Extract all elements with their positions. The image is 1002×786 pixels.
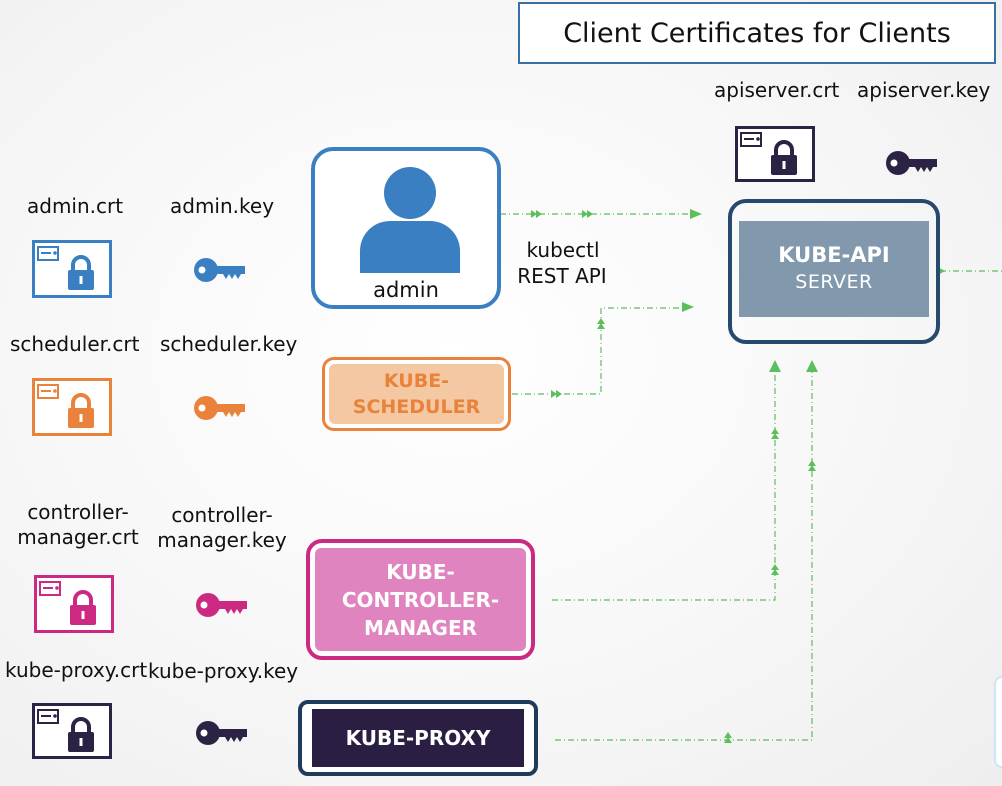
apiserver-crt-label: apiserver.crt xyxy=(714,78,840,102)
scheduler-crt-label: scheduler.crt xyxy=(10,332,140,356)
diagram-title: Client Certificates for Clients xyxy=(518,2,996,64)
proxy-certificate-icon xyxy=(32,703,112,759)
kube-scheduler-node[interactable]: KUBE- SCHEDULER xyxy=(322,357,511,431)
apiserver-key-icon xyxy=(886,151,937,175)
admin-user-node[interactable]: admin xyxy=(311,147,501,309)
scheduler-line1: KUBE- xyxy=(383,370,450,392)
proxy-crt-label: kube-proxy.crt xyxy=(5,658,148,682)
controller-key-label-2: manager.key xyxy=(157,528,287,552)
controller-key-icon xyxy=(196,593,247,617)
proxy-box-label: KUBE-PROXY xyxy=(345,725,491,750)
controller-line3: MANAGER xyxy=(363,615,478,640)
admin-certificate-icon xyxy=(32,240,112,298)
apiserver-line2: SERVER xyxy=(795,270,873,293)
arrowhead-scheduler xyxy=(682,302,694,312)
admin-key-icon xyxy=(194,258,245,282)
apiserver-key-label: apiserver.key xyxy=(857,78,991,102)
controller-line1: KUBE- xyxy=(386,559,455,584)
user-icon xyxy=(360,167,460,273)
apiserver-certificate-icon xyxy=(735,126,815,182)
kube-apiserver-node[interactable]: KUBE-API SERVER xyxy=(728,199,940,344)
proxy-key-label: kube-proxy.key xyxy=(148,659,299,683)
kubectl-label: kubectl xyxy=(526,238,600,262)
controller-line2: CONTROLLER- xyxy=(341,587,500,612)
admin-user-label: admin xyxy=(373,278,439,302)
scheduler-line2: SCHEDULER xyxy=(352,396,481,418)
controller-certificate-icon xyxy=(34,575,114,633)
scheduler-certificate-icon xyxy=(32,378,112,436)
partial-node-right xyxy=(994,676,1002,768)
connector-proxy-api xyxy=(555,370,813,741)
controller-key-label-1: controller- xyxy=(171,503,273,527)
admin-key-label: admin.key xyxy=(170,194,275,218)
admin-crt-label: admin.crt xyxy=(27,194,124,218)
controller-crt-label-2: manager.crt xyxy=(17,525,139,549)
arrowhead-controller xyxy=(769,360,781,372)
arrowhead-proxy xyxy=(806,360,818,372)
rest-api-label: REST API xyxy=(517,264,607,288)
scheduler-key-icon xyxy=(194,396,245,420)
kube-proxy-node[interactable]: KUBE-PROXY xyxy=(298,700,538,776)
arrowhead-admin xyxy=(690,209,702,219)
proxy-key-icon xyxy=(196,721,247,745)
controller-crt-label-1: controller- xyxy=(27,500,129,524)
scheduler-key-label: scheduler.key xyxy=(160,332,298,356)
apiserver-line1: KUBE-API xyxy=(778,242,890,267)
kube-controller-manager-node[interactable]: KUBE- CONTROLLER- MANAGER xyxy=(306,539,535,660)
connector-scheduler-api xyxy=(512,307,684,395)
connector-controller-api xyxy=(552,370,776,601)
